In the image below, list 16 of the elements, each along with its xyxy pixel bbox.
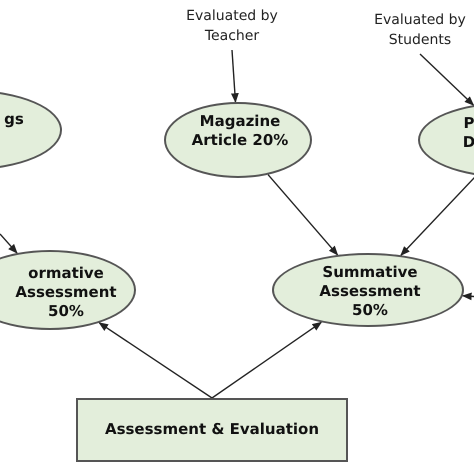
ellipse-label: ormative Assessment 50%: [14, 264, 118, 321]
arrow: [98, 322, 212, 399]
process-box: [76, 398, 348, 462]
ellipse-label: Summative Assessment 50%: [318, 263, 422, 320]
annotation-text: Evaluated by Teacher: [185, 7, 279, 46]
arrow: [0, 234, 18, 254]
arrow: [230, 50, 239, 103]
annotation-text: Evaluated by Students: [373, 11, 467, 50]
arrow: [212, 322, 322, 399]
arrow: [268, 174, 338, 256]
ellipse-node: [0, 250, 136, 330]
arrow: [462, 292, 474, 300]
ellipse-label: Magazine Article 20%: [190, 112, 290, 150]
ellipse-label: gs: [3, 110, 25, 129]
arrow: [420, 54, 474, 106]
box-label: Assessment & Evaluation: [104, 420, 320, 439]
